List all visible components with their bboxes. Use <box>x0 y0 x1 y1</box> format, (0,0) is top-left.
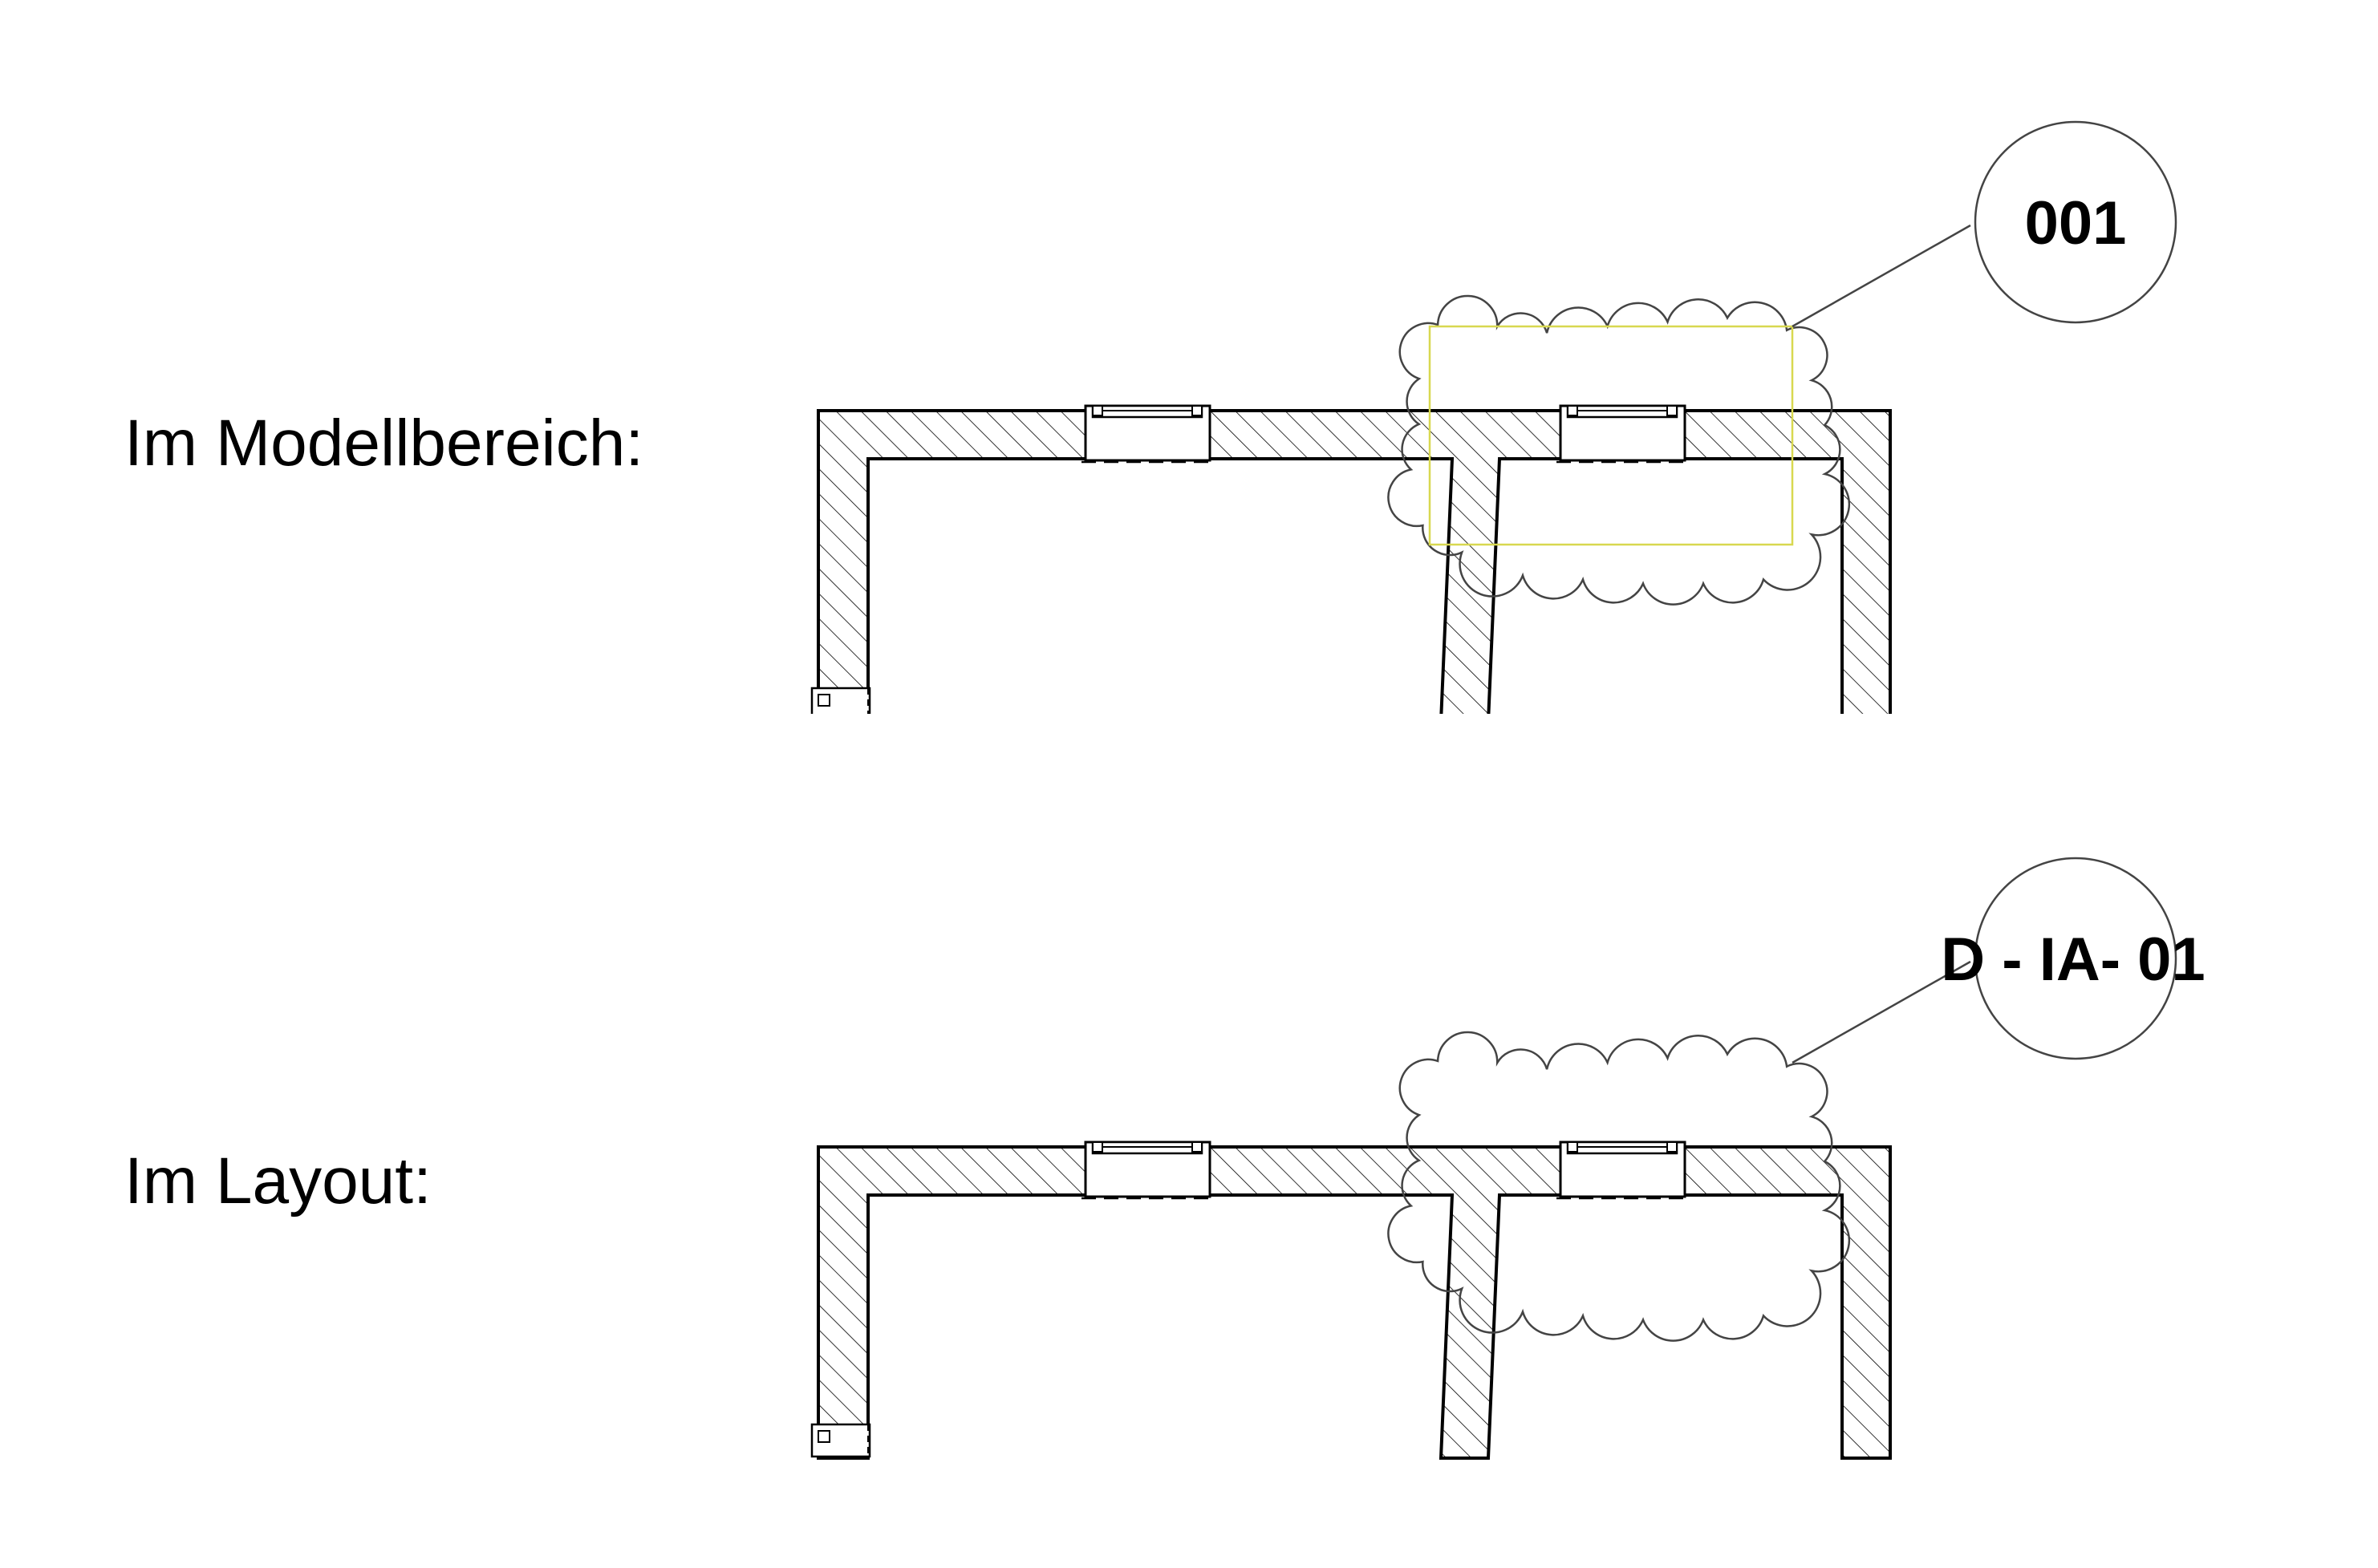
window-left <box>1081 404 1214 464</box>
revision-cloud <box>1387 294 1851 606</box>
layout-label: Im Layout: <box>124 1145 432 1218</box>
callout-tag-circle <box>1974 120 2177 324</box>
tag-leader <box>1792 960 1971 1064</box>
revision-cloud <box>1387 1031 1851 1342</box>
callout-tag-text: D - IA- 01 <box>1941 926 2205 994</box>
selection-frame <box>1428 325 1794 546</box>
window-left <box>1081 1141 1214 1200</box>
wall-outline <box>817 409 1892 714</box>
door-frame <box>810 687 871 714</box>
model-space-label: Im Modellbereich: <box>124 407 644 480</box>
panel-model-space: 001 <box>810 120 2177 714</box>
tag-leader <box>1792 224 1971 328</box>
panel-layout: D - IA- 01 <box>810 857 2206 1460</box>
window-right <box>1556 1141 1689 1200</box>
callout-tag-circle <box>1974 857 2177 1060</box>
wall-outline <box>817 1145 1892 1460</box>
door-frame <box>810 1423 871 1458</box>
callout-tag-text: 001 <box>2025 189 2127 257</box>
window-right <box>1556 404 1689 464</box>
